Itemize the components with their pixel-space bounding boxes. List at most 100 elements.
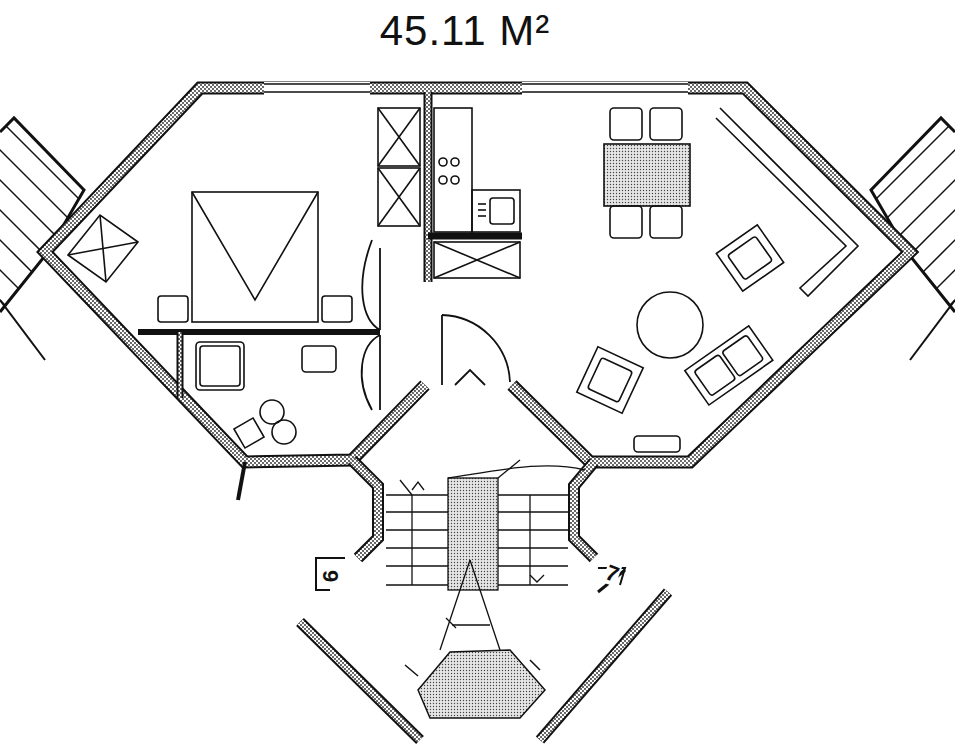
staircase (529, 495, 530, 585)
area-title: 45.11 M² (380, 10, 551, 52)
bedroom-furniture (322, 296, 352, 322)
outer-wall (238, 462, 245, 500)
staircase (400, 480, 412, 495)
staircase (386, 460, 585, 650)
kitchen-units (478, 203, 486, 205)
bedroom-furniture (68, 215, 138, 282)
staircase (411, 495, 412, 585)
outer-wall (45, 88, 910, 500)
living-furniture (577, 347, 643, 413)
balcony (910, 300, 955, 360)
interior-wall (177, 332, 184, 398)
window (264, 82, 688, 95)
staircase (498, 494, 568, 495)
kitchen-units (472, 190, 520, 232)
lower-corridor (300, 622, 420, 740)
lower-corridor (300, 592, 668, 740)
kitchen-units (378, 108, 420, 166)
kitchen-units (490, 198, 514, 224)
staircase (498, 460, 520, 478)
staircase (498, 584, 568, 585)
kitchen-units (378, 108, 420, 166)
staircase (498, 565, 568, 566)
door (442, 315, 510, 382)
balcony (0, 160, 50, 320)
window (264, 91, 370, 93)
living-furniture (604, 144, 690, 206)
living-furniture (685, 326, 773, 405)
staircase (386, 494, 448, 495)
bedroom-furniture (68, 192, 352, 322)
lower-corridor (540, 592, 668, 740)
staircase (446, 618, 456, 628)
staircase (498, 547, 568, 548)
outer-wall (45, 88, 910, 462)
lower-corridor (300, 622, 420, 740)
bathroom-fixtures (302, 346, 336, 372)
window (264, 82, 370, 95)
bedroom-furniture (192, 192, 318, 300)
living-furniture (650, 108, 682, 140)
balcony (0, 120, 70, 280)
lower-corridor (405, 660, 540, 676)
bedroom-furniture (100, 215, 106, 282)
living-furniture (610, 206, 642, 238)
door (362, 240, 510, 410)
balcony (0, 60, 100, 380)
kitchen-units (451, 176, 459, 184)
section-marker (316, 558, 625, 592)
living-furniture (634, 436, 680, 452)
staircase (448, 466, 585, 478)
balcony (0, 180, 40, 340)
staircase (412, 482, 424, 490)
kitchen-units (378, 168, 420, 226)
balcony (915, 180, 955, 340)
staircase (386, 565, 448, 566)
kitchen-units (378, 168, 420, 226)
stair-hall-wall (352, 460, 378, 558)
kitchen-units (439, 176, 447, 184)
section-marker (316, 558, 345, 590)
bedroom-furniture (192, 192, 318, 322)
staircase (440, 560, 500, 650)
balcony (905, 160, 955, 320)
section-number: 6 (320, 569, 342, 583)
living-furniture (637, 292, 703, 358)
kitchen-units (434, 242, 520, 278)
window (522, 82, 688, 95)
kitchen-units (434, 108, 472, 232)
door (379, 335, 381, 410)
door (362, 335, 380, 410)
door (441, 315, 443, 385)
kitchen-units (478, 209, 486, 211)
balcony (885, 120, 955, 280)
staircase (448, 478, 498, 590)
staircase (386, 511, 448, 512)
stair-hall-wall (574, 462, 594, 558)
living-furniture (650, 206, 682, 238)
section-number: 7 (602, 561, 623, 587)
window (264, 83, 370, 85)
lower-corridor (418, 650, 545, 718)
outer-wall (45, 88, 910, 462)
bathroom-fixtures (196, 342, 336, 448)
living-furniture (610, 108, 642, 140)
door (455, 370, 485, 385)
living-furniture (577, 347, 643, 413)
living-furniture (716, 225, 783, 291)
interior-wall (138, 92, 522, 398)
kitchen-units (434, 242, 520, 278)
staircase (498, 511, 568, 512)
living-furniture (694, 354, 736, 396)
interior-wall (428, 233, 522, 240)
staircase (386, 529, 448, 530)
living-furniture (727, 236, 772, 280)
interior-wall (179, 332, 182, 398)
living-furniture (722, 335, 764, 377)
staircase (386, 547, 448, 548)
kitchen-units (378, 168, 420, 226)
living-furniture (577, 108, 858, 452)
